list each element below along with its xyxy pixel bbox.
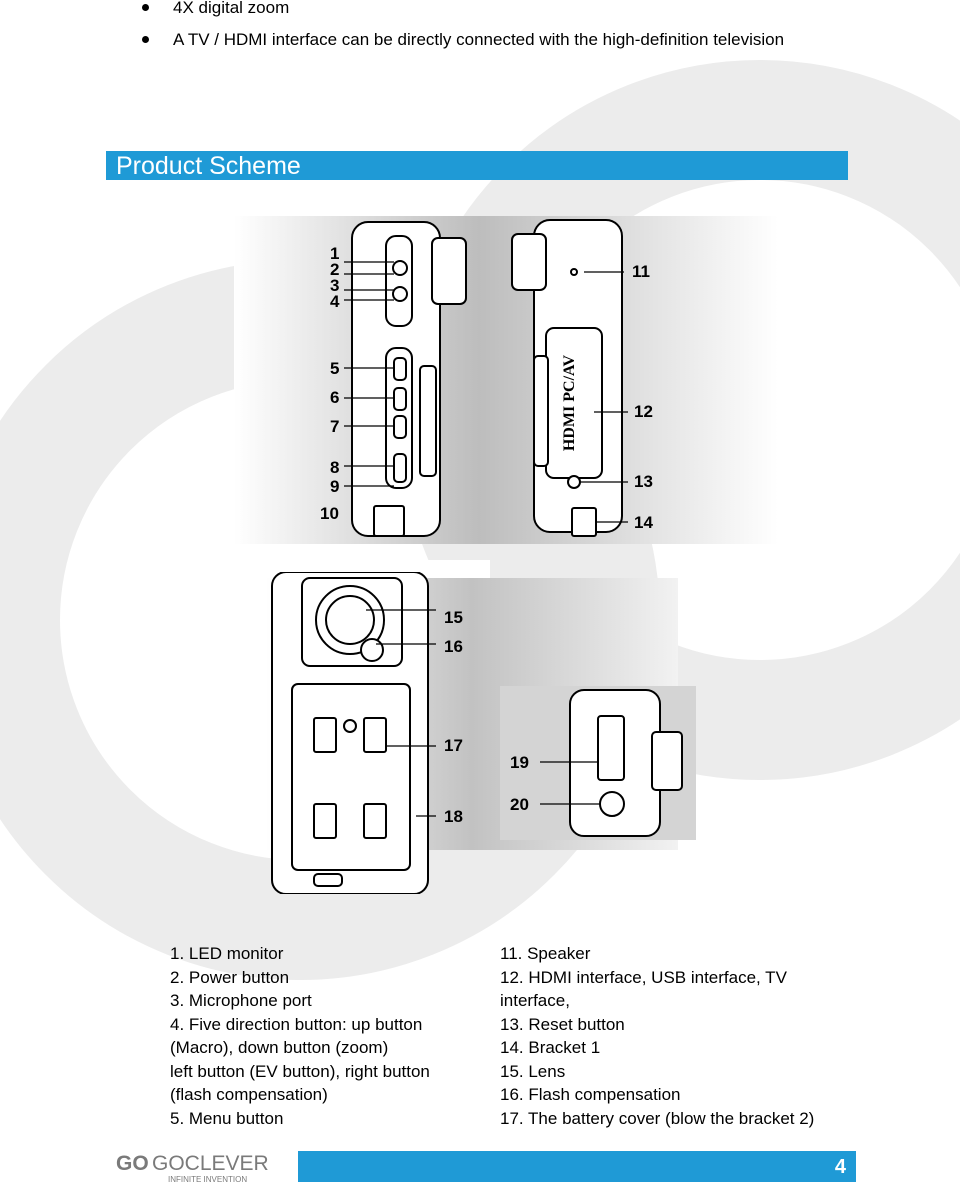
list-item: 11. Speaker bbox=[500, 944, 591, 963]
camera-bottom-view: 19 20 bbox=[500, 686, 696, 840]
port-label: HDMI PC/AV bbox=[561, 354, 578, 451]
list-item: 2. Power button bbox=[170, 967, 290, 987]
bullet-icon bbox=[142, 36, 149, 43]
page-number: 4 bbox=[834, 1156, 846, 1178]
camera-side-views: HDMI PC/AV 1 2 3 4 5 6 7 8 9 10 11 12 13… bbox=[234, 216, 778, 544]
section-header: Product Scheme bbox=[106, 151, 848, 180]
list-item: 12. HDMI interface, USB interface, TV bbox=[500, 967, 787, 987]
list-item: (flash compensation) bbox=[170, 1085, 328, 1104]
svg-text:INFINITE INVENTION: INFINITE INVENTION bbox=[168, 1175, 247, 1184]
parts-list-left: 1. LED monitor 2. Power button 3. Microp… bbox=[170, 942, 470, 1130]
list-item: 1. LED monitor bbox=[170, 944, 284, 963]
callout-18: 18 bbox=[444, 807, 463, 826]
callout-1: 1 bbox=[330, 244, 339, 263]
callout-9: 9 bbox=[330, 477, 339, 496]
list-item: 4. Five direction button: up button bbox=[170, 1014, 423, 1034]
callout-16: 16 bbox=[444, 637, 463, 656]
list-item: 13. Reset button bbox=[500, 1014, 625, 1034]
list-item: left button (EV button), right button bbox=[170, 1061, 430, 1081]
svg-text:GO: GO bbox=[116, 1152, 149, 1175]
section-title: Product Scheme bbox=[116, 152, 301, 180]
callout-14: 14 bbox=[634, 513, 653, 532]
callout-13: 13 bbox=[634, 472, 653, 491]
list-item: 14. Bracket 1 bbox=[500, 1038, 601, 1057]
callout-5: 5 bbox=[330, 359, 339, 378]
callout-8: 8 bbox=[330, 458, 339, 477]
callout-6: 6 bbox=[330, 388, 339, 407]
footer-bar: 4 bbox=[298, 1151, 856, 1182]
callout-7: 7 bbox=[330, 417, 339, 436]
camera-right-side bbox=[511, 219, 623, 537]
callout-19: 19 bbox=[510, 753, 529, 772]
list-item: 16. Flash compensation bbox=[500, 1085, 681, 1104]
list-item: 5. Menu button bbox=[170, 1108, 284, 1128]
callout-17: 17 bbox=[444, 736, 463, 755]
list-item: 17. The battery cover (blow the bracket … bbox=[500, 1108, 815, 1128]
svg-text:GOCLEVER: GOCLEVER bbox=[152, 1152, 269, 1175]
callout-12: 12 bbox=[634, 402, 653, 421]
list-item: 3. Microphone port bbox=[170, 991, 312, 1010]
callout-20: 20 bbox=[510, 795, 529, 814]
callout-2: 2 bbox=[330, 260, 339, 279]
callout-4: 4 bbox=[330, 292, 340, 311]
callout-3: 3 bbox=[330, 276, 339, 295]
callout-15: 15 bbox=[444, 608, 463, 627]
parts-list-right: 11. Speaker 12. HDMI interface, USB inte… bbox=[500, 942, 840, 1130]
list-item: interface, bbox=[500, 991, 570, 1010]
list-item: (Macro), down button (zoom) bbox=[170, 1038, 389, 1057]
bullet-icon bbox=[142, 4, 149, 11]
callout-10: 10 bbox=[320, 504, 339, 523]
brand-logo: GO GOCLEVER INFINITE INVENTION bbox=[116, 1152, 269, 1184]
callout-11: 11 bbox=[632, 262, 650, 281]
list-item: 15. Lens bbox=[500, 1061, 566, 1081]
